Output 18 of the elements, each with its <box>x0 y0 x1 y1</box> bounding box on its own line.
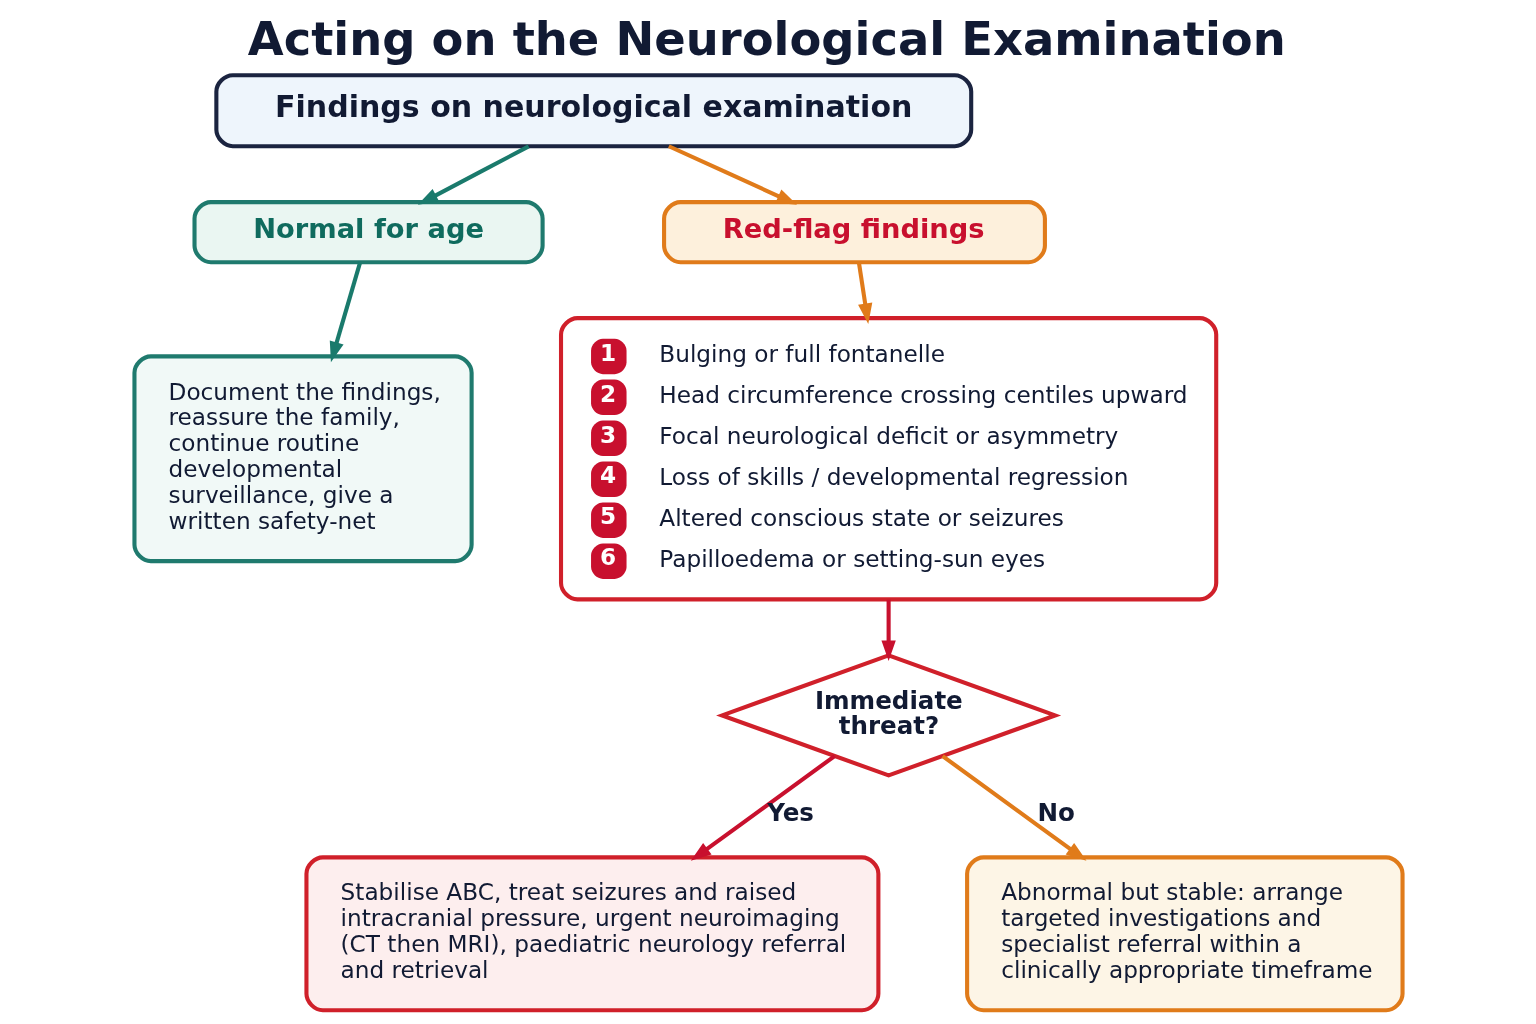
node-box: Normal for age <box>191 200 545 265</box>
edge-label: No <box>1036 798 1075 828</box>
node-box: Document the findings, reassure the family, continue routine developmental surveillance, give a written safety-net <box>131 354 474 564</box>
node-diamond: Immediate threat? <box>715 653 1061 778</box>
arrow <box>880 599 896 661</box>
arrow <box>690 754 836 861</box>
node-box: 1 Bulging or full fontanelle 2 Head circumference crossing centiles upward 3 Focal neurological deficit or asymmetry 4 Loss of skills / developmental regression 5 Altered conscious state or seizures 6 Papilloedema or setting-sun eyes <box>558 316 1218 602</box>
arrow <box>940 754 1086 861</box>
node-box: Abnormal but stable: arrange targeted investigations and specialist referral within a clinically appropriate timeframe <box>964 855 1405 1013</box>
edge-label: Yes <box>766 798 814 828</box>
arrow <box>856 262 872 324</box>
arrow <box>667 144 797 205</box>
node-box: Red-flag findings <box>661 200 1047 265</box>
diagram-title: Acting on the Neurological Examination <box>247 12 1286 66</box>
arrow <box>329 261 362 363</box>
node-box: Stabilise ABC, treat seizures and raised intracranial pressure, urgent neuroimaging (CT then MRI), paediatric neurology referral and retrieval <box>303 855 880 1013</box>
arrow <box>417 144 530 205</box>
node-box: Findings on neurological examination <box>213 73 973 149</box>
